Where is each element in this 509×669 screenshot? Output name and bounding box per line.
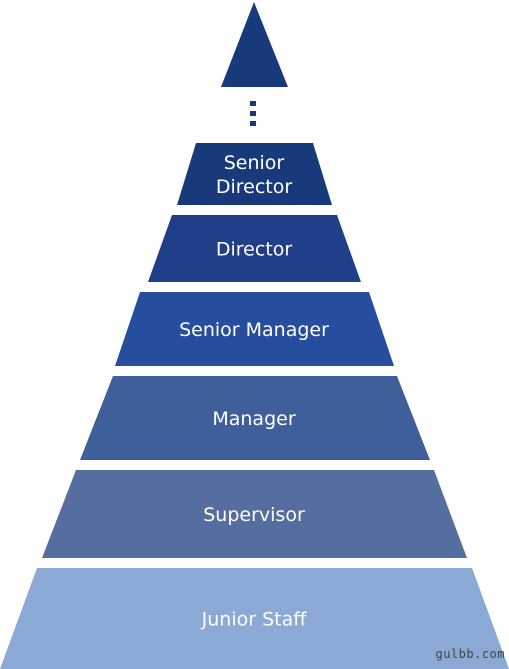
watermark: gulbb.com	[435, 647, 505, 661]
pyramid-tier	[42, 470, 467, 558]
pyramid-tier	[177, 143, 332, 205]
pyramid-tier	[148, 215, 361, 282]
ellipsis-dots	[250, 101, 256, 126]
ellipsis-dot	[250, 121, 256, 126]
tier-label: Director	[216, 239, 293, 261]
tier-label: Manager	[212, 408, 295, 430]
ellipsis-dot	[250, 111, 256, 116]
tier-label: Supervisor	[203, 504, 305, 526]
pyramid-tier	[0, 568, 509, 669]
pyramid-tier	[80, 376, 430, 460]
tier-label: Senior Manager	[179, 319, 329, 341]
tier-label: Senior	[224, 152, 285, 174]
tier-label: Junior Staff	[201, 609, 308, 631]
ellipsis-dot	[250, 101, 256, 106]
tier-label: Director	[216, 176, 293, 198]
pyramid-tier	[115, 292, 394, 366]
pyramid-apex	[221, 2, 288, 87]
